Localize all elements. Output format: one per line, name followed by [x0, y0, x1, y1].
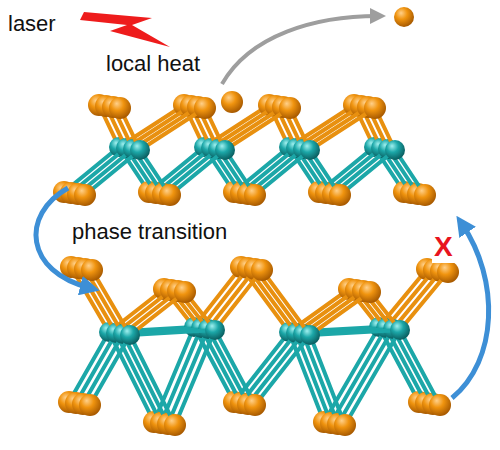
ejected-atom: [394, 7, 414, 27]
forbidden-mark: X: [432, 232, 455, 263]
laser-bolt: [80, 12, 170, 47]
heat-label: local heat: [106, 52, 200, 76]
reverse-arrow: [452, 224, 489, 398]
laser-label: laser: [8, 12, 56, 36]
crystal-layer: [79, 259, 459, 436]
ejection-arrow: [222, 16, 378, 84]
leaving-atom: [221, 91, 243, 113]
crystal-layer: [74, 97, 436, 206]
transition-label: phase transition: [72, 220, 227, 244]
